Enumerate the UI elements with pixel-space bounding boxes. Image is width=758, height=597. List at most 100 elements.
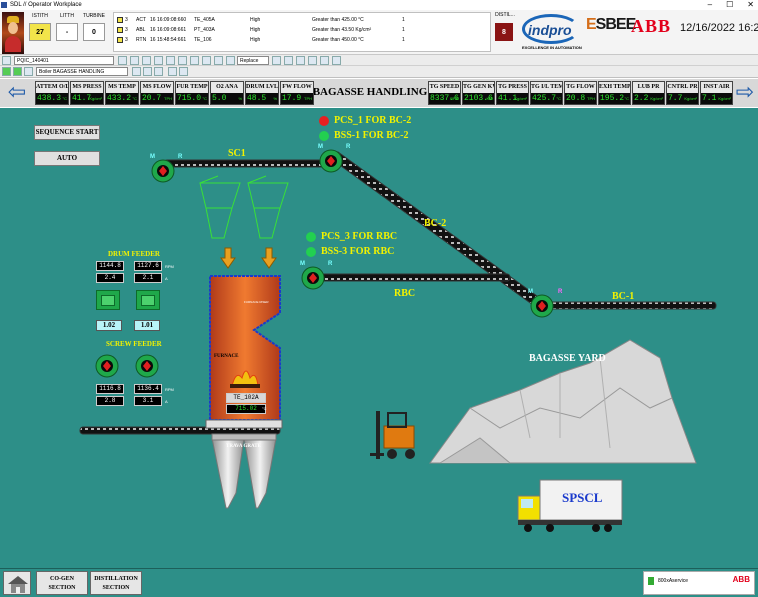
display-select[interactable]: Boiler BAGASSE HANDLING (36, 67, 128, 76)
home-button[interactable] (3, 571, 31, 595)
distillation-section-button[interactable]: DISTILLATION SECTION (90, 571, 142, 595)
alarm-checkbox[interactable] (117, 17, 123, 23)
drum-feeder-2-motor[interactable] (136, 290, 160, 310)
stop-icon[interactable] (202, 56, 211, 65)
rbc-conveyor[interactable] (309, 273, 511, 282)
list-icon[interactable] (190, 56, 199, 65)
menu-icon[interactable] (2, 56, 11, 65)
motor-screw-feeder-1[interactable] (95, 354, 119, 378)
furnace-temp-tag[interactable]: TE_102A (226, 393, 266, 403)
motor-sc1-r-label: R (178, 154, 183, 160)
search-icon[interactable] (166, 56, 175, 65)
process-tag-value: 5.0 (212, 94, 227, 103)
table-icon[interactable] (178, 56, 187, 65)
minimize-icon[interactable]: – (707, 0, 713, 9)
window-icon[interactable] (332, 56, 341, 65)
drum-feeder-amps-unit: A (165, 276, 168, 281)
process-tag[interactable]: TG GEN KW2103.6KW (462, 81, 495, 105)
toolbar-nav: Boiler BAGASSE HANDLING (0, 66, 758, 78)
process-tag-unit: RPM (450, 96, 459, 101)
distil-value[interactable]: 8 (495, 23, 513, 41)
sc1-conveyor[interactable] (163, 159, 333, 168)
help-icon[interactable] (308, 56, 317, 65)
document-icon[interactable] (272, 56, 281, 65)
zoom-icon[interactable] (168, 67, 177, 76)
process-tag-unit: % (238, 96, 242, 101)
drum-feeder-1-motor[interactable] (96, 290, 120, 310)
folder-icon[interactable] (296, 56, 305, 65)
motor-bc2[interactable] (319, 149, 343, 173)
process-tag-unit: °C (62, 96, 68, 101)
counter-turbine[interactable]: 0 (83, 23, 105, 41)
window-titlebar: SDL // Operator Workplace – ☐ ✕ (0, 0, 758, 10)
refresh-icon[interactable] (154, 67, 163, 76)
cogen-section-button[interactable]: CO-GEN SECTION (36, 571, 88, 595)
chart-icon[interactable] (154, 56, 163, 65)
bagasse-pile[interactable] (429, 339, 697, 464)
settings-icon[interactable] (214, 56, 223, 65)
nav-back-icon[interactable] (118, 56, 127, 65)
print-icon[interactable] (132, 67, 141, 76)
counter-istith[interactable]: 27 (29, 23, 51, 41)
alarm-checkbox[interactable] (117, 27, 123, 33)
bc1-label: BC-1 (612, 291, 635, 302)
feed-conveyor[interactable] (79, 426, 281, 435)
counter-litth[interactable]: - (56, 23, 78, 41)
process-tag-label: EXH TEMP (599, 82, 630, 93)
process-tag-unit: Kg/cm² (650, 96, 663, 101)
sequence-start-button[interactable]: SEQUENCE START (34, 125, 100, 140)
nav-left-arrow-icon[interactable]: ⇦ (7, 79, 27, 104)
bss1-status-indicator (319, 131, 329, 141)
process-tag-unit: Kg/cm² (89, 96, 102, 101)
replace-select[interactable]: Replace (237, 56, 269, 65)
x-icon[interactable] (226, 56, 235, 65)
bagasse-yard-label: BAGASSE YARD (529, 353, 606, 364)
forward-icon[interactable] (13, 67, 22, 76)
info-icon[interactable] (320, 56, 329, 65)
pcs3-label: PCS_3 FOR RBC (321, 231, 398, 242)
display-icon[interactable] (24, 67, 33, 76)
close-icon[interactable]: ✕ (747, 0, 754, 9)
alarm-checkbox[interactable] (117, 37, 123, 43)
nav-right-arrow-icon[interactable]: ⇨ (735, 79, 755, 104)
distil-label: DISTIL... (495, 12, 515, 18)
bc1-conveyor[interactable] (543, 301, 717, 310)
drum-feeder-2-ratio[interactable]: 1.01 (134, 320, 160, 331)
dropdown-icon[interactable] (179, 67, 188, 76)
alarm-row[interactable]: 3 RTN 16 15:48:54:661 TE_106 High Greate… (114, 35, 490, 45)
motor-sc1[interactable] (151, 159, 175, 183)
service-label[interactable]: 800xAservice (658, 578, 689, 584)
tag-select[interactable]: PQIC_140401 (14, 56, 114, 65)
back-icon[interactable] (2, 67, 11, 76)
alarm-row[interactable]: 3 ABL 16 16:09:08:661 PT_403A High Great… (114, 25, 490, 35)
star-icon[interactable] (284, 56, 293, 65)
drum-feeder-1-ratio[interactable]: 1.02 (96, 320, 122, 331)
furnace[interactable]: FURNACE RISER (205, 275, 283, 429)
alarm-row[interactable]: 3 ACT 16 16:09:08:660 TE_405A High Great… (114, 15, 490, 25)
trend-icon[interactable] (142, 56, 151, 65)
window-title: SDL // Operator Workplace (10, 2, 82, 8)
auto-button[interactable]: AUTO (34, 151, 100, 166)
maximize-icon[interactable]: ☐ (726, 0, 734, 9)
motor-rbc[interactable] (301, 266, 325, 290)
motor-bc1[interactable] (530, 294, 554, 318)
copy-icon[interactable] (143, 67, 152, 76)
grid-icon[interactable] (130, 56, 139, 65)
motor-screw-feeder-2[interactable] (135, 354, 159, 378)
